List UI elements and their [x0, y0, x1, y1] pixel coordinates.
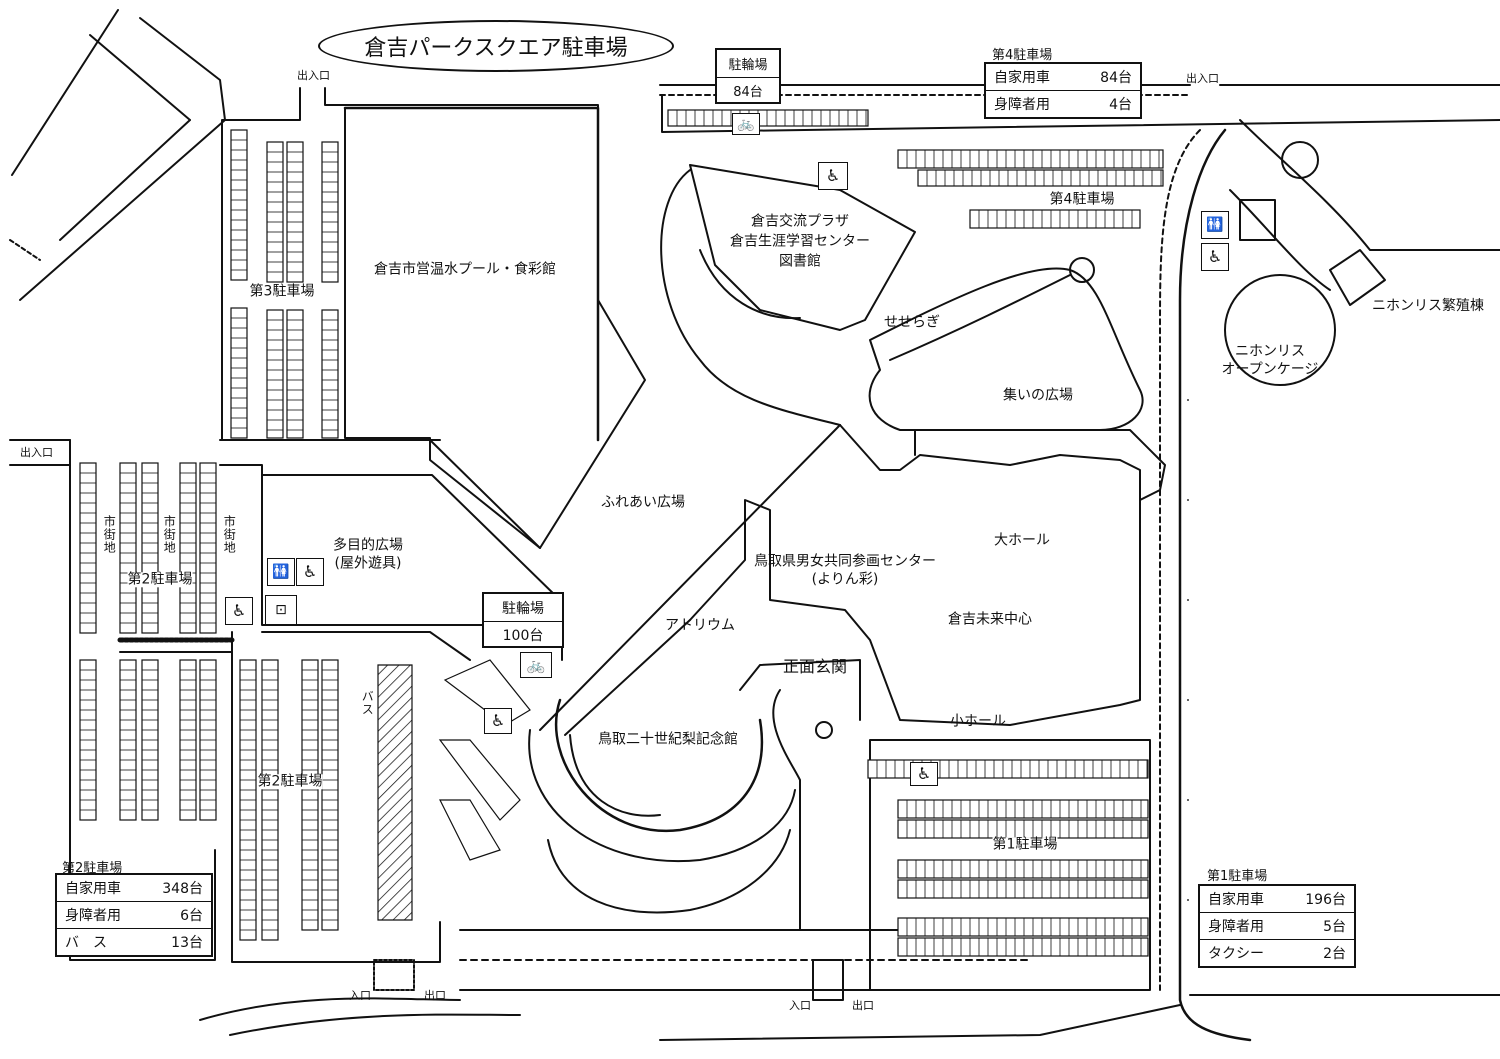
plaza-label-1: 倉吉交流プラザ	[751, 213, 849, 230]
legend-p2-row: バ ス 13台	[57, 928, 211, 955]
yorinsai-label-1: 鳥取県男女共同参画センター	[754, 553, 936, 570]
bicycle-icon: 🚲	[520, 652, 552, 678]
legend-p2-row: 自家用車 348台	[57, 875, 211, 901]
restroom-icon: 🚻	[267, 558, 295, 586]
gate-exit-bc: 出口	[852, 999, 874, 1012]
bicycle-parking-center: 駐輪場 100台	[482, 592, 564, 648]
wheelchair-icon: ♿	[484, 708, 512, 734]
wheelchair-icon: ♿	[296, 558, 324, 586]
pool-label: 倉吉市営温水プール・食彩館	[374, 261, 556, 278]
legend-p1-row: タクシー 2台	[1200, 939, 1354, 966]
p2-upper-label: 第2駐車場	[127, 571, 193, 588]
legend-p4-row: 身障者用 4台	[986, 90, 1140, 117]
legend-p2-count: 6台	[180, 908, 203, 924]
seseragi-label: せせらぎ	[884, 314, 940, 331]
tsudoi-label: 集いの広場	[1003, 387, 1073, 404]
legend-p4-name: 自家用車	[994, 70, 1050, 86]
p4-label: 第4駐車場	[1049, 191, 1115, 208]
bus-label: バス	[360, 690, 375, 716]
wheelchair-icon: ♿	[910, 762, 938, 786]
legend-p4-name: 身障者用	[994, 97, 1050, 113]
legend-p4: 自家用車 84台 身障者用 4台	[984, 62, 1142, 119]
gate-exit-bl: 出口	[424, 989, 446, 1002]
mirai-label: 倉吉未来中心	[948, 611, 1032, 628]
legend-p4-row: 自家用車 84台	[986, 64, 1140, 90]
legend-p2-count: 348台	[162, 881, 203, 897]
legend-p1-name: タクシー	[1208, 946, 1264, 962]
p1-label: 第1駐車場	[992, 836, 1058, 853]
gate-entrance-bl: 入口	[349, 989, 371, 1002]
shohall-label: 小ホール	[950, 713, 1006, 730]
legend-p4-count: 4台	[1109, 97, 1132, 113]
bicycle-parking-top: 駐輪場 84台	[715, 48, 781, 104]
legend-p1-count: 2台	[1323, 946, 1346, 962]
legend-p1-name: 自家用車	[1208, 892, 1264, 908]
shigaichi-label-3: 市街地	[222, 515, 237, 554]
legend-p2-name: 身障者用	[65, 908, 121, 924]
bicycle-parking-top-count: 84台	[717, 77, 779, 100]
bicycle-parking-top-label: 駐輪場	[728, 58, 768, 73]
yorinsai-label-2: (よりん彩)	[811, 571, 879, 588]
fureai-label: ふれあい広場	[601, 494, 685, 511]
legend-p1: 自家用車 196台 身障者用 5台 タクシー 2台	[1198, 884, 1356, 968]
wheelchair-icon: ♿	[1201, 243, 1229, 271]
tamokuteki-label-1: 多目的広場	[333, 537, 403, 554]
wheelchair-icon: ♿	[818, 162, 848, 190]
bicycle-parking-center-count: 100台	[484, 621, 562, 645]
squirrel-breeding-label: ニホンリス繁殖棟	[1372, 298, 1484, 314]
p3-label: 第3駐車場	[249, 283, 315, 300]
shigaichi-label-2: 市街地	[162, 515, 177, 554]
legend-p2: 自家用車 348台 身障者用 6台 バ ス 13台	[55, 873, 213, 957]
legend-p2-name: バ ス	[65, 935, 107, 951]
entrance-label: 正面玄関	[782, 657, 848, 677]
legend-p2-name: 自家用車	[65, 881, 121, 897]
wheelchair-icon: ♿	[225, 597, 253, 625]
map-title: 倉吉パークスクエア駐車場	[318, 20, 674, 72]
p2-lower-label: 第2駐車場	[257, 773, 323, 790]
plaza-label-3: 図書館	[779, 253, 821, 270]
daihall-label: 大ホール	[994, 532, 1050, 549]
legend-p1-name: 身障者用	[1208, 919, 1264, 935]
gate-entrance-exit-left: 出入口	[20, 446, 53, 459]
legend-p1-row: 自家用車 196台	[1200, 886, 1354, 912]
squirrel-cage-label-2: オープンケージ	[1221, 361, 1319, 378]
atrium-label: アトリウム	[665, 617, 735, 634]
legend-p4-title: 第4駐車場	[992, 48, 1053, 63]
tamokuteki-label-2: (屋外遊具)	[334, 555, 402, 572]
bicycle-icon: 🚲	[732, 113, 760, 135]
legend-p2-count: 13台	[171, 935, 203, 951]
restroom-icon: 🚻	[1201, 211, 1229, 239]
legend-p2-title: 第2駐車場	[62, 861, 123, 876]
pear-museum-label: 鳥取二十世紀梨記念館	[598, 731, 738, 748]
squirrel-cage-label-1: ニホンリス	[1235, 343, 1305, 360]
gate-entrance-bc: 入口	[789, 999, 811, 1012]
legend-p1-row: 身障者用 5台	[1200, 912, 1354, 939]
bicycle-parking-center-label: 駐輪場	[502, 601, 544, 617]
gate-entrance-exit-top: 出入口	[297, 69, 330, 82]
legend-p2-row: 身障者用 6台	[57, 901, 211, 928]
gate-entrance-exit-right: 出入口	[1186, 72, 1219, 85]
legend-p1-count: 196台	[1305, 892, 1346, 908]
shigaichi-label-1: 市街地	[102, 515, 117, 554]
legend-p4-count: 84台	[1100, 70, 1132, 86]
legend-p1-title: 第1駐車場	[1207, 869, 1268, 884]
plaza-label-2: 倉吉生涯学習センター	[730, 233, 870, 250]
accessible-toilet-icon: ⊡	[265, 595, 297, 625]
legend-p1-count: 5台	[1323, 919, 1346, 935]
